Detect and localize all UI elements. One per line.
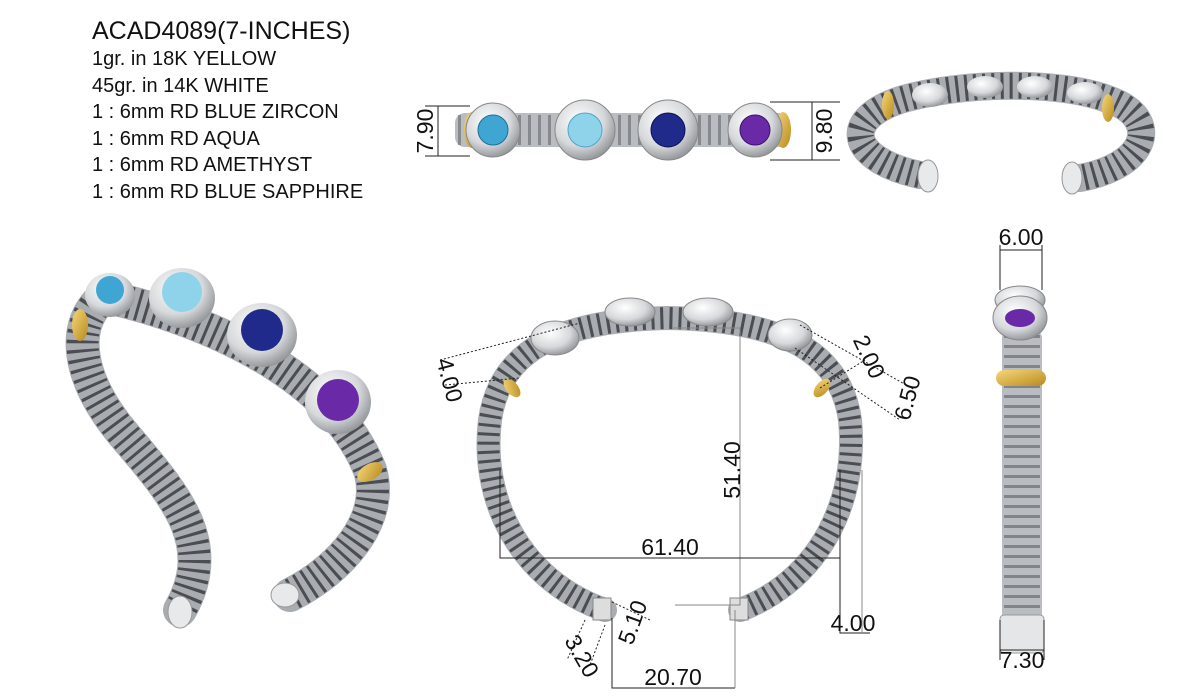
- dim-side-top-width: 6.00: [999, 224, 1044, 250]
- dim-top-right-height: 9.80: [811, 109, 837, 154]
- stone-blue-zircon: [477, 114, 509, 146]
- dim-front-end-wire: 3.20: [559, 630, 604, 682]
- dim-front-end-cap: 5.10: [613, 597, 653, 648]
- stone-aqua: [567, 112, 603, 148]
- dim-top-left-height: 7.90: [412, 109, 438, 154]
- dim-side-bottom-width: 7.30: [1000, 647, 1045, 673]
- side-view: 6.00 7.30: [992, 224, 1048, 673]
- top-view: 7.90 9.80: [412, 99, 840, 161]
- spec-line-white-gold: 45gr. in 14K WHITE: [92, 74, 269, 97]
- dim-front-right-bezel: 6.50: [889, 373, 926, 423]
- spec-line-blue-sapphire: 1 : 6mm RD BLUE SAPPHIRE: [92, 180, 364, 203]
- stone-sapphire: [650, 112, 686, 148]
- dim-front-left-bezel: 4.00: [431, 355, 468, 405]
- side-gold-ring: [996, 370, 1046, 386]
- dim-front-width: 61.40: [641, 534, 699, 560]
- spec-line-blue-zircon: 1 : 6mm RD BLUE ZIRCON: [92, 101, 339, 123]
- dim-front-ring: 2.00: [848, 331, 890, 383]
- side-stone-amethyst: [1005, 309, 1035, 327]
- model-title: ACAD4089(7-INCHES): [92, 17, 351, 45]
- dim-front-height: 51.40: [719, 441, 745, 499]
- spec-block: ACAD4089(7-INCHES) 1gr. in 18K YELLOW 45…: [92, 16, 363, 205]
- spec-line-amethyst: 1 : 6mm RD AMETHYST: [92, 154, 313, 176]
- perspective-view-top: [846, 71, 1156, 195]
- perspective-view-left: [65, 268, 390, 629]
- spec-line-aqua: 1 : 6mm RD AQUA: [92, 127, 260, 150]
- front-view: 51.40 61.40 4.00 20.70 3.20 5.10 4.00 2.…: [431, 297, 926, 690]
- spec-line-yellow-gold: 1gr. in 18K YELLOW: [92, 48, 277, 70]
- dim-front-opening: 20.70: [644, 664, 702, 690]
- dim-front-end-offset: 4.00: [831, 610, 876, 636]
- stone-amethyst: [739, 114, 771, 146]
- side-view-cable: [1002, 330, 1042, 650]
